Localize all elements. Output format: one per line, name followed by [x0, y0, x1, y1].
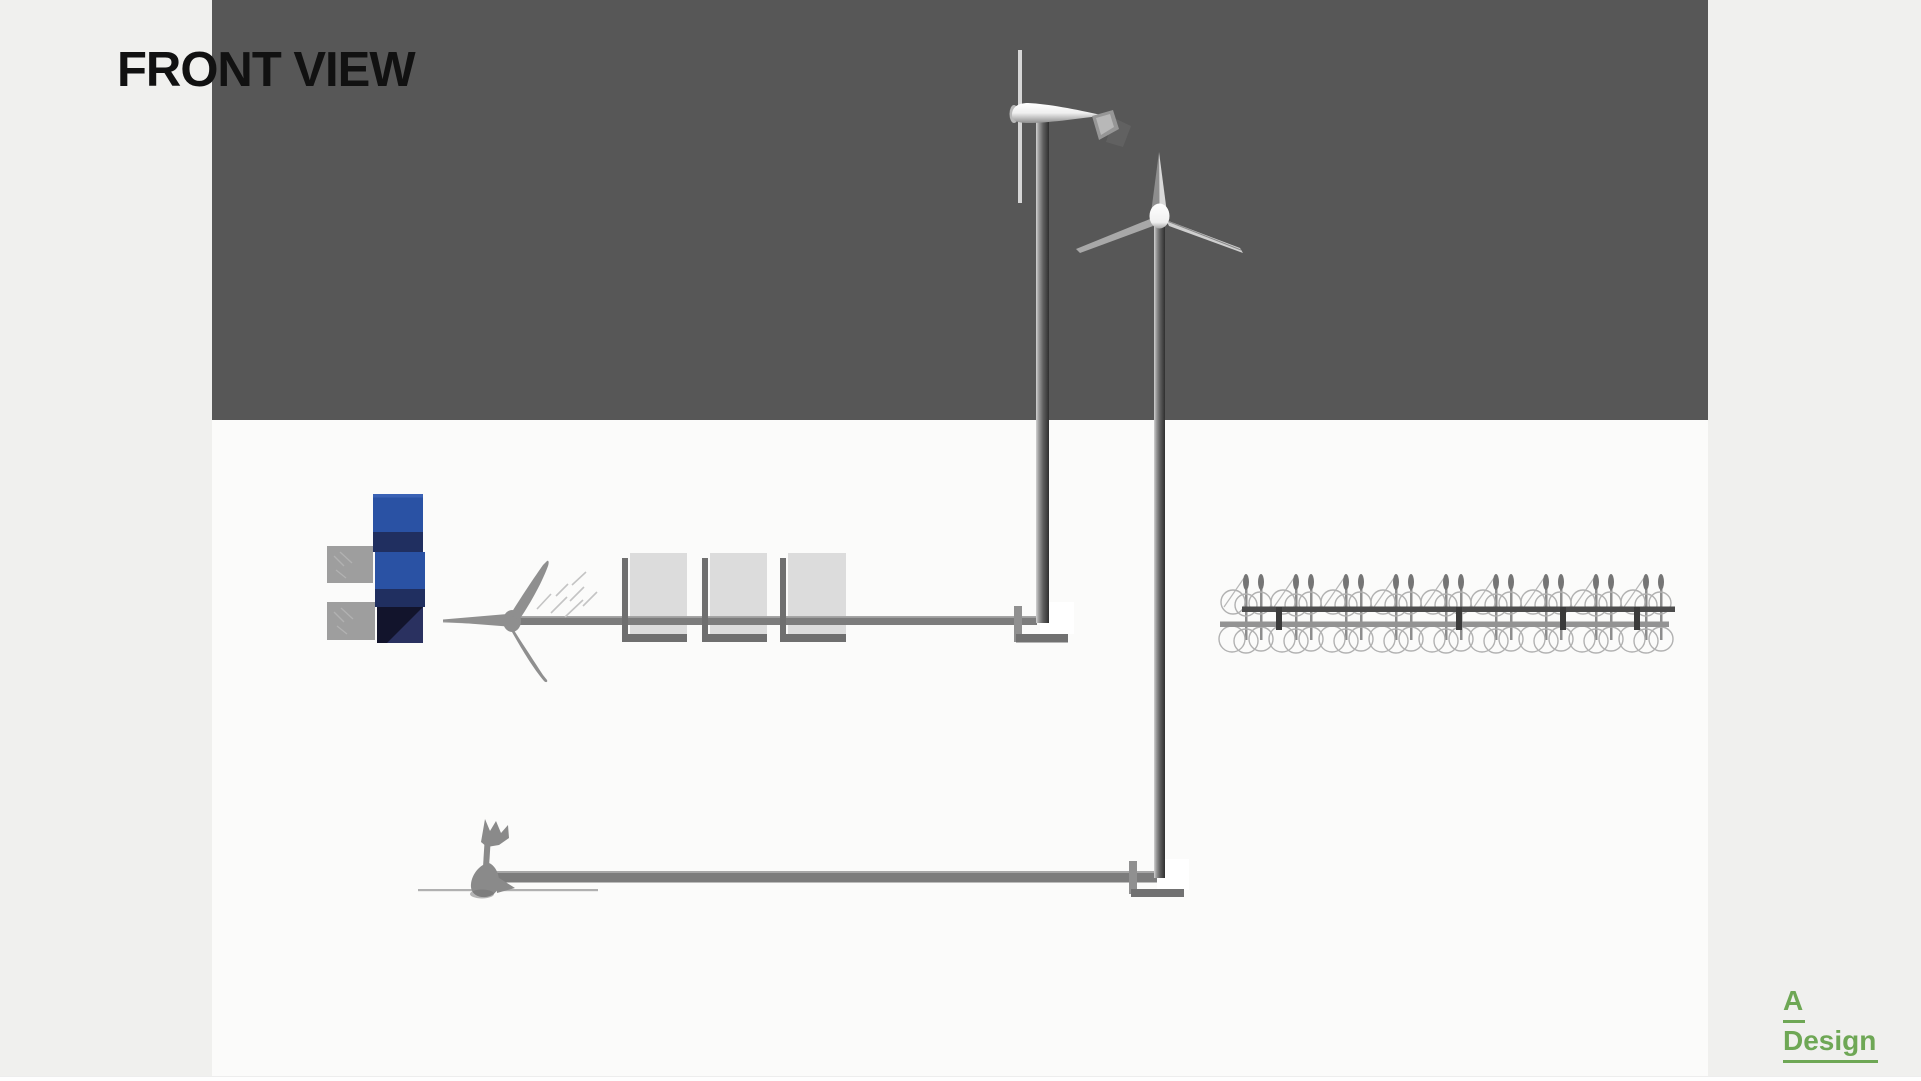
- view-title: FRONT VIEW: [117, 43, 416, 97]
- coil-rail-clamps: [1276, 607, 1640, 630]
- pipe-lower: [418, 871, 1157, 892]
- credit-link-line1[interactable]: A: [1783, 983, 1878, 1023]
- right-margin-panel: [1708, 0, 1921, 1081]
- credit-link-line2[interactable]: Design: [1783, 1023, 1879, 1063]
- dark-background-band: [212, 0, 1708, 420]
- side-turbine-silhouette: [443, 560, 549, 683]
- turbine-small-blade-left: [1076, 219, 1153, 253]
- turbine-small-blade-up: [1151, 152, 1160, 213]
- turbine-small-pole: [1154, 222, 1165, 878]
- turbine-large-pole: [1036, 118, 1049, 623]
- turbine-large-nacelle: [1012, 103, 1103, 123]
- pipe-junction-lower: [1129, 861, 1184, 897]
- pipe-upper: [443, 615, 1037, 625]
- bottom-edge-strip: [0, 1076, 1921, 1081]
- bottom-figure: [470, 819, 515, 899]
- turbine-small-hub: [1149, 203, 1170, 229]
- turbine-large-blade: [1018, 50, 1022, 203]
- hatch-marks: [536, 571, 598, 618]
- left-margin-panel: [0, 0, 212, 1081]
- blue-cubes: [373, 494, 425, 643]
- white-canvas-area: [212, 420, 1708, 1081]
- equipment-box-brackets: [622, 558, 846, 642]
- wind-turbine-small: [1076, 152, 1243, 878]
- credit-link-block: A Design: [1783, 983, 1879, 1063]
- gray-cubes: [327, 546, 375, 640]
- coil-turbine-row: [1218, 573, 1675, 654]
- wind-turbine-large: [1009, 50, 1131, 623]
- ground-line: [418, 889, 598, 892]
- coil-rail-light: [1220, 621, 1669, 627]
